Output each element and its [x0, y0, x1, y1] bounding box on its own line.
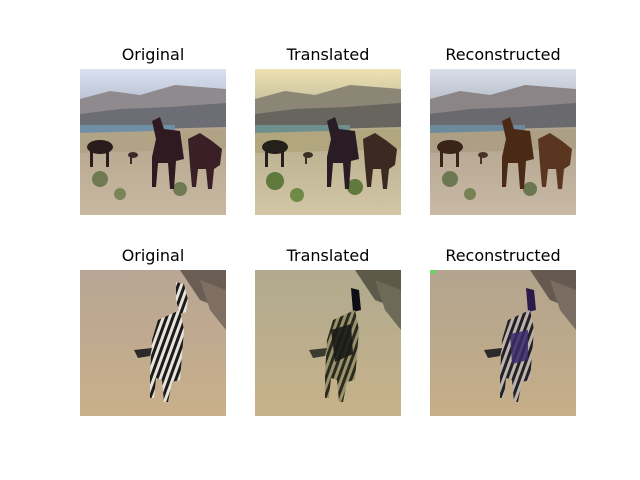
zebra-reconstructed-image: [430, 270, 576, 416]
horses-scene-icon: [430, 69, 576, 215]
zebra-scene-icon: [430, 270, 576, 416]
zebra-translated-image: [255, 270, 401, 416]
panel-title: Original: [121, 246, 185, 265]
panel-title: Reconstructed: [445, 45, 561, 64]
horses-scene-icon: [80, 69, 226, 215]
horses-reconstructed-image: [430, 69, 576, 215]
horses-scene-icon: [255, 69, 401, 215]
panel-title: Translated: [286, 246, 370, 265]
panel-title: Translated: [286, 45, 370, 64]
horses-translated-image: [255, 69, 401, 215]
horses-original-image: [80, 69, 226, 215]
zebra-original-image: [80, 270, 226, 416]
panel-title: Reconstructed: [445, 246, 561, 265]
zebra-scene-icon: [255, 270, 401, 416]
zebra-scene-icon: [80, 270, 226, 416]
panel-title: Original: [121, 45, 185, 64]
